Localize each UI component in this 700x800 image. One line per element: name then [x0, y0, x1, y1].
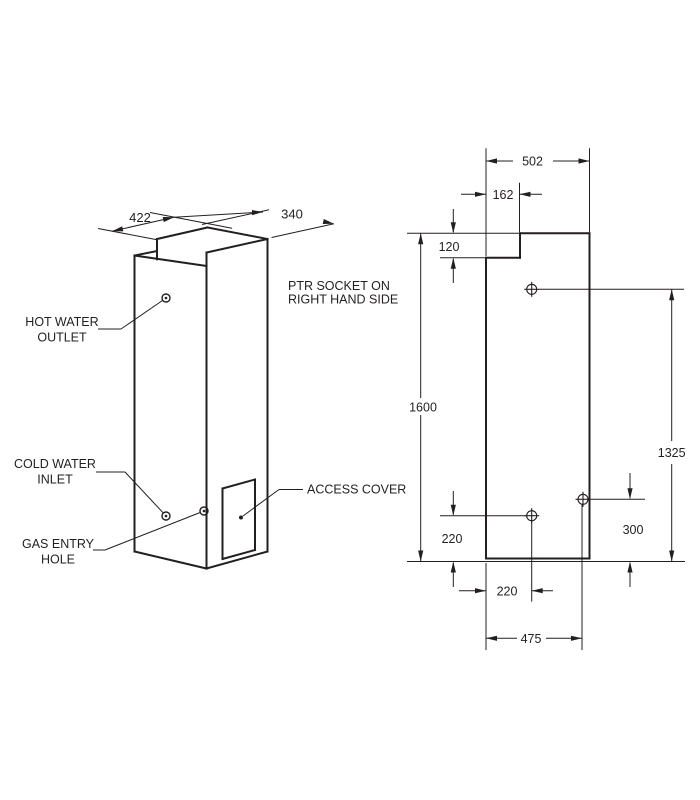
- dimension-arrowhead: [418, 233, 424, 245]
- leader-dot: [202, 509, 206, 513]
- dimension-arrowhead: [450, 222, 456, 234]
- outline-line: [133, 550, 208, 570]
- front-dim-overall-height: 1600: [409, 401, 437, 415]
- access-cover-label: ACCESS COVER: [307, 483, 406, 497]
- crosshair-port-icon: [524, 508, 540, 524]
- dimension-arrowhead: [531, 588, 543, 594]
- front-dim-step-width: 162: [493, 188, 514, 202]
- dimension-line: [124, 471, 164, 514]
- front-dim-ptr-height: 1325: [658, 446, 686, 460]
- crosshair-port-icon: [575, 491, 591, 507]
- front-dim-inlet-height: 220: [442, 532, 463, 546]
- dimension-arrowhead: [571, 635, 582, 641]
- dimension-arrowhead: [162, 217, 174, 223]
- outline-line: [155, 226, 209, 241]
- dimension-arrowhead: [112, 226, 124, 232]
- dimension-arrowhead: [450, 504, 456, 516]
- dimension-line: [271, 223, 335, 238]
- leader-dot: [164, 514, 168, 518]
- dimension-arrowhead: [475, 191, 486, 197]
- dimension-arrowhead: [669, 550, 675, 562]
- outline-line: [206, 226, 269, 241]
- port-hole-icon: [199, 506, 209, 516]
- outline-line: [221, 478, 257, 490]
- dimension-arrowhead: [669, 289, 675, 301]
- dimension-arrowhead: [475, 588, 486, 594]
- dimension-arrowhead: [450, 257, 456, 269]
- dimension-arrowhead: [519, 191, 531, 197]
- front-dim-inlet-offset: 220: [497, 585, 518, 599]
- dimension-line: [104, 512, 200, 551]
- dimension-arrowhead: [486, 635, 497, 641]
- dimension-arrowhead: [322, 218, 334, 225]
- outline-line: [133, 249, 159, 257]
- dimension-arrowhead: [251, 210, 263, 216]
- front-view: 502 162 120 1600 1325 220 300 220 475: [407, 148, 686, 650]
- iso-dim-depth-label: 340: [281, 207, 303, 222]
- dimension-line: [149, 212, 233, 229]
- port-hole-icon: [161, 293, 171, 303]
- outline-line: [205, 237, 269, 254]
- outline-line: [205, 550, 269, 570]
- dimension-arrowhead: [418, 550, 424, 562]
- front-dim-step-height: 120: [439, 240, 460, 254]
- port-hole-icon: [161, 511, 171, 521]
- dimension-arrowhead: [578, 158, 590, 164]
- leader-dot: [164, 296, 168, 300]
- dimension-arrowhead: [486, 158, 497, 164]
- dimension-line: [97, 228, 158, 241]
- dimension-arrowhead: [627, 561, 633, 573]
- front-dim-gas-height: 300: [623, 523, 644, 537]
- crosshair-port-icon: [524, 281, 540, 297]
- dimension-line: [173, 211, 264, 218]
- dimension-line: [120, 300, 163, 330]
- front-dim-gas-offset: 475: [521, 632, 542, 646]
- leader-dot: [239, 515, 243, 520]
- outline-line: [133, 254, 208, 268]
- outline-line: [221, 548, 257, 561]
- dimension-arrowhead: [627, 488, 633, 500]
- front-dim-overall-width: 502: [522, 155, 543, 169]
- dimension-arrowhead: [450, 561, 456, 573]
- iso-dim-width-label: 422: [129, 210, 151, 225]
- dimension-line: [242, 489, 280, 517]
